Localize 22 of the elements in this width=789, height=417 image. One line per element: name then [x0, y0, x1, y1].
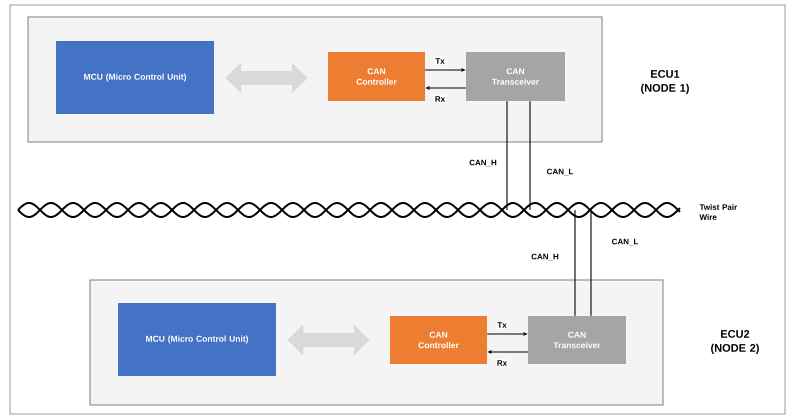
controller-box: CAN Controller: [390, 316, 487, 364]
edge-label: CAN_H: [530, 252, 560, 262]
edge-label: Tx: [434, 57, 446, 65]
wire-line: [574, 210, 576, 316]
wire-line: [506, 101, 508, 210]
edge-label: Rx: [434, 95, 446, 103]
wire-line: [529, 101, 531, 210]
mcu-box: MCU (Micro Control Unit): [56, 41, 214, 114]
twisted-pair-wire-drawing: [17, 202, 681, 218]
node-label: ECU2 (NODE 2): [711, 330, 759, 354]
edge-label: Tx: [496, 321, 508, 329]
edge-label: Rx: [496, 359, 508, 367]
mcu-box: MCU (Micro Control Unit): [118, 303, 276, 376]
transceiver-box: CAN Transceiver: [528, 316, 626, 364]
wire-line: [590, 210, 592, 316]
node-label: ECU1 (NODE 1): [641, 70, 689, 94]
transceiver-box: CAN Transceiver: [466, 52, 565, 101]
edge-label: CAN_H: [468, 158, 498, 168]
edge-label: CAN_L: [546, 168, 574, 176]
controller-box: CAN Controller: [328, 52, 425, 101]
wire-label: Twist Pair Wire: [700, 204, 738, 220]
edge-label: CAN_L: [610, 238, 640, 246]
